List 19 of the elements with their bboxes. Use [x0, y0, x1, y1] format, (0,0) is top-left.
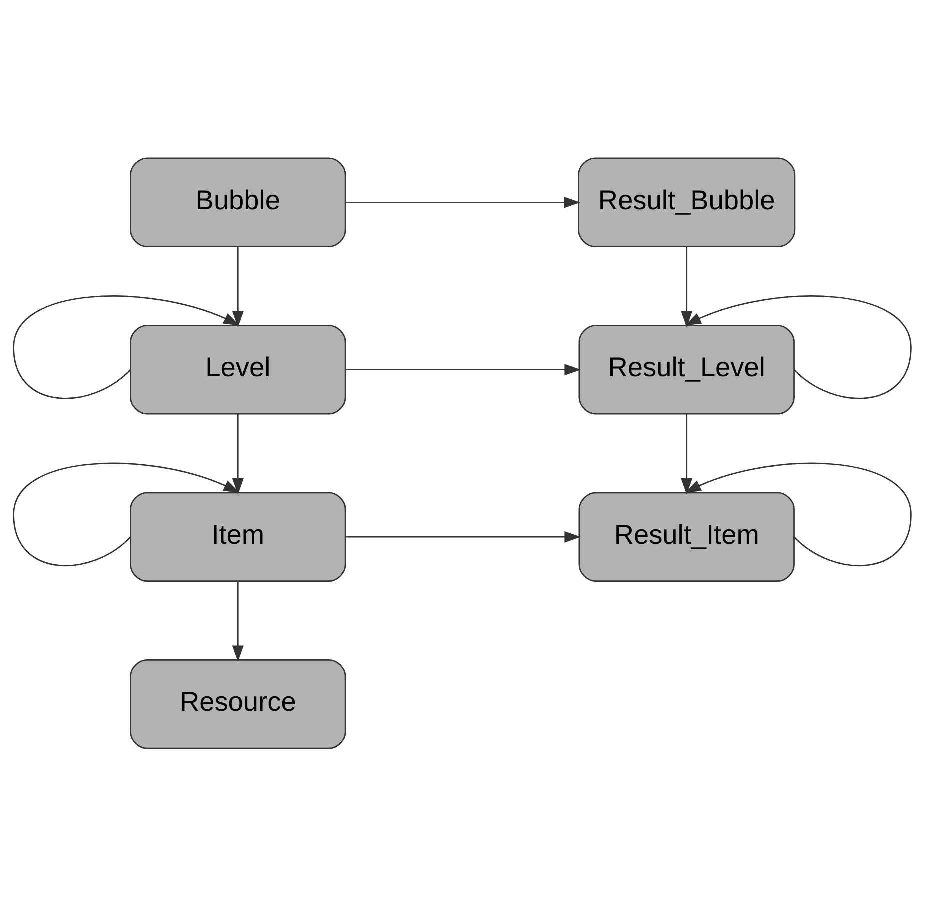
node-box: Result_Item	[578, 492, 795, 582]
node-box: Result_Level	[578, 325, 795, 415]
arrow	[13, 296, 240, 400]
arrow	[232, 582, 244, 662]
arrow	[681, 414, 693, 495]
arrow	[346, 196, 580, 208]
arrow	[232, 414, 244, 495]
node-box: Resource	[130, 660, 346, 750]
node-box: Level	[130, 325, 346, 415]
arrow	[346, 531, 582, 543]
arrow	[681, 247, 693, 328]
node-box: Bubble	[130, 158, 346, 248]
arrow	[232, 247, 244, 328]
arrow	[685, 462, 912, 566]
node-box: Item	[130, 492, 346, 582]
arrow	[685, 296, 912, 400]
node-box: Result_Bubble	[578, 158, 796, 248]
arrow	[13, 462, 240, 566]
arrow	[346, 364, 582, 376]
